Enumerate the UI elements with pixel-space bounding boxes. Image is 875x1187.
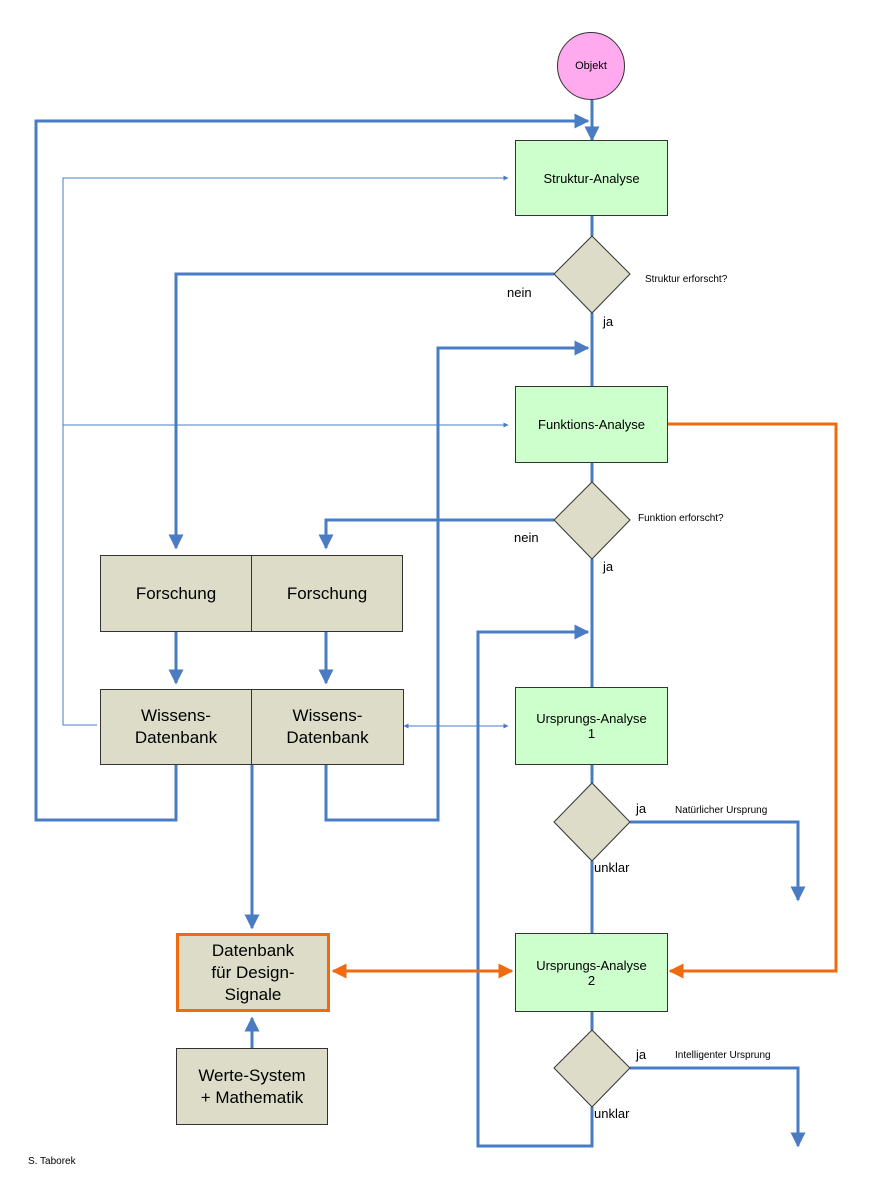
- edge-label-ja-3: ja: [636, 801, 647, 816]
- edge-label-ja-2: ja: [603, 559, 614, 574]
- orange-lines: [331, 422, 838, 979]
- decision-ursprung-2: [553, 1029, 631, 1108]
- decision-diamonds: [553, 235, 631, 1108]
- ursprung2-label: Ursprungs-Analyse 2: [536, 957, 647, 988]
- edge-label-unklar-1: unklar: [594, 860, 630, 875]
- funktion-label: Funktions-Analyse: [538, 417, 645, 432]
- start-node-objekt: Objekt: [557, 32, 625, 100]
- wissen-right-label: Wissens- Datenbank: [286, 706, 369, 747]
- decision-funktion: [553, 481, 631, 560]
- forschung-right-label: Forschung: [286, 583, 368, 603]
- decision-ursprung-1: [553, 782, 631, 862]
- box-datenbank-design-signale: Datenbank für Design- Signale: [176, 933, 330, 1012]
- box-ursprungs-analyse-2: Ursprungs-Analyse 2: [515, 933, 668, 1012]
- main-flow-lines: [34, 100, 806, 1148]
- start-label: Objekt: [575, 60, 607, 72]
- box-wissens-datenbank-left: Wissens- Datenbank: [100, 689, 252, 765]
- edge-label-unklar-2: unklar: [594, 1106, 630, 1121]
- question-funktion: Funktion erforscht?: [638, 513, 724, 524]
- decision-struktur: [553, 235, 631, 314]
- box-werte-system: Werte-System + Mathematik: [176, 1048, 328, 1125]
- edge-label-nein-1: nein: [507, 285, 532, 300]
- label-intelligenter-ursprung: Intelligenter Ursprung: [675, 1050, 771, 1061]
- struktur-label: Struktur-Analyse: [543, 170, 640, 186]
- question-struktur: Struktur erforscht?: [645, 274, 728, 285]
- edge-label-nein-2: nein: [514, 530, 539, 545]
- wissen-left-label: Wissens- Datenbank: [134, 706, 218, 747]
- forschung-left-label: Forschung: [135, 583, 217, 603]
- thin-lines: [62, 175, 509, 729]
- ursprung1-label: Ursprungs-Analyse 1: [536, 711, 647, 741]
- box-forschung-left: Forschung: [100, 555, 252, 632]
- datenbank-label: Datenbank für Design- Signale: [211, 940, 295, 1004]
- werte-label: Werte-System + Mathematik: [198, 1065, 306, 1107]
- edge-label-ja-1: ja: [603, 314, 614, 329]
- box-ursprungs-analyse-1: Ursprungs-Analyse 1: [515, 687, 668, 765]
- label-natuerlicher-ursprung: Natürlicher Ursprung: [675, 805, 768, 816]
- box-struktur-analyse: Struktur-Analyse: [515, 140, 668, 216]
- author-credit: S. Taborek: [28, 1156, 76, 1167]
- box-wissens-datenbank-right: Wissens- Datenbank: [251, 689, 404, 765]
- edge-label-ja-4: ja: [636, 1047, 647, 1062]
- box-funktions-analyse: Funktions-Analyse: [515, 386, 668, 463]
- box-forschung-right: Forschung: [251, 555, 403, 632]
